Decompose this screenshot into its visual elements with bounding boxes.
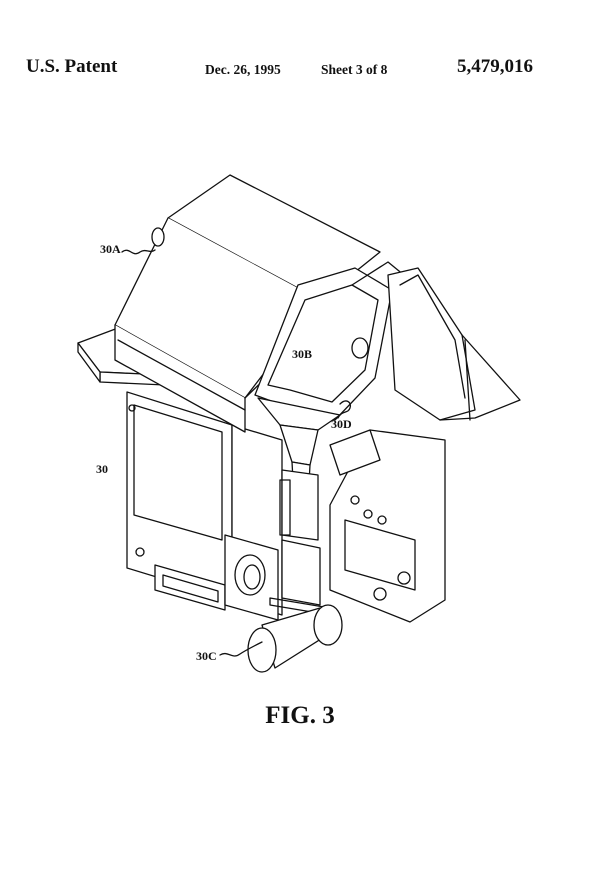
figure-caption: FIG. 3 <box>265 702 335 729</box>
patent-number: 5,479,016 <box>457 56 533 77</box>
label-30a: 30A <box>100 242 121 256</box>
right-panel <box>329 429 446 623</box>
main-chassis <box>126 391 283 616</box>
leader-30c <box>219 641 263 657</box>
sheet-number: Sheet 3 of 8 <box>321 62 388 77</box>
lens-block <box>224 534 279 621</box>
hood-housing <box>114 174 381 433</box>
label-30c: 30C <box>196 649 217 663</box>
right-bracket <box>387 267 521 421</box>
label-30d: 30D <box>331 417 352 431</box>
leader-30a <box>121 249 156 255</box>
label-30b: 30B <box>292 347 313 361</box>
leader-30d <box>337 400 352 419</box>
patent-date: Dec. 26, 1995 <box>205 62 281 77</box>
label-30: 30 <box>96 462 108 476</box>
patent-title: U.S. Patent <box>26 56 118 77</box>
patent-drawing <box>77 174 521 673</box>
roller-cylinder <box>247 604 343 673</box>
linkage <box>269 469 331 616</box>
